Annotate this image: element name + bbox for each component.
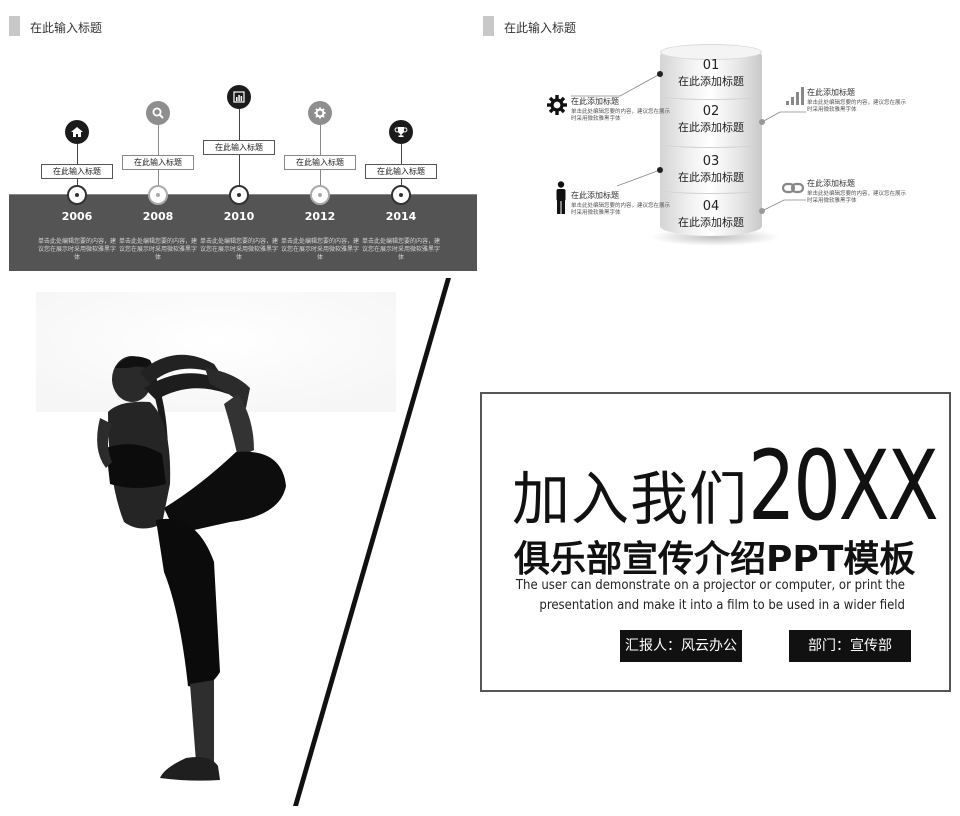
- timeline-year: 2008: [142, 210, 174, 223]
- timeline-year: 2012: [304, 210, 336, 223]
- timeline-desc: 单击此处编辑您要的内容，建议您在展示时采用微软雅黑字体: [281, 238, 360, 261]
- timeline-label: 在此输入标题: [41, 164, 113, 179]
- timeline-slide: 在此输入标题 在此输入标题 2006 单击此处编辑您要的内容，建议您在展示时采用…: [0, 0, 480, 272]
- timeline-dot: [310, 185, 330, 205]
- cylinder-segment: 04 在此添加标题: [678, 199, 744, 229]
- feature-block: 在此添加标题 单击此处编辑您要的内容，建议您在展示时采用微软雅黑字体: [807, 88, 907, 113]
- timeline-dot: [229, 185, 249, 205]
- title-accent-bar: [483, 16, 494, 36]
- timeline-year: 2006: [61, 210, 93, 223]
- slide-title: 在此输入标题: [30, 21, 103, 35]
- leader-lines: [571, 71, 806, 214]
- timeline-desc: 单击此处编辑您要的内容，建议您在展示时采用微软雅黑字体: [362, 238, 441, 261]
- timeline-desc: 单击此处编辑您要的内容，建议您在展示时采用微软雅黑字体: [119, 238, 198, 261]
- timeline-item: 在此输入标题 2010 单击此处编辑您要的内容，建议您在展示时采用微软雅黑字体: [200, 0, 278, 272]
- headline-year: 20XX: [748, 430, 939, 542]
- cylinder-segment: 01 在此添加标题: [678, 58, 744, 88]
- timeline-year: 2010: [223, 210, 255, 223]
- gear-icon: [308, 101, 332, 125]
- cover-slide: 加入我们20XX 俱乐部宣传介绍PPT模板 The user can demon…: [0, 272, 960, 816]
- timeline-item: 在此输入标题 2008 单击此处编辑您要的内容，建议您在展示时采用微软雅黑字体: [119, 0, 197, 272]
- timeline-year: 2014: [385, 210, 417, 223]
- yoga-silhouette: [97, 354, 286, 781]
- link-icon: [781, 180, 805, 199]
- cover-english-text: The user can demonstrate on a projector …: [515, 578, 905, 613]
- timeline-dot: [391, 185, 411, 205]
- timeline-dot: [67, 185, 87, 205]
- slide-title: 在此输入标题: [504, 21, 577, 35]
- reporter-badge: 汇报人：风云办公: [620, 630, 742, 662]
- department-badge: 部门：宣传部: [789, 630, 911, 662]
- feature-block: 在此添加标题 单击此处编辑您要的内容，建议您在展示时采用微软雅黑字体: [571, 97, 671, 122]
- timeline-item: 在此输入标题 2014 单击此处编辑您要的内容，建议您在展示时采用微软雅黑字体: [362, 0, 440, 272]
- timeline-label: 在此输入标题: [203, 140, 275, 155]
- timeline-item: 在此输入标题 2006 单击此处编辑您要的内容，建议您在展示时采用微软雅黑字体: [38, 0, 116, 272]
- timeline-label: 在此输入标题: [122, 155, 194, 170]
- signal-bars-icon: [785, 86, 805, 110]
- timeline-item: 在此输入标题 2012 单击此处编辑您要的内容，建议您在展示时采用微软雅黑字体: [281, 0, 359, 272]
- cylinder-segment: 03 在此添加标题: [678, 154, 744, 184]
- timeline-dot: [148, 185, 168, 205]
- cylinder-top: [660, 44, 762, 60]
- feature-block: 在此添加标题 单击此处编辑您要的内容，建议您在展示时采用微软雅黑字体: [807, 179, 907, 204]
- timeline-band: [9, 195, 477, 271]
- title-accent-bar: [9, 16, 20, 36]
- feature-block: 在此添加标题 单击此处编辑您要的内容，建议您在展示时采用微软雅黑字体: [571, 191, 671, 216]
- home-icon: [65, 120, 89, 144]
- cover-headline: 加入我们20XX: [512, 430, 960, 542]
- trophy-icon: [389, 120, 413, 144]
- cover-subtitle: 俱乐部宣传介绍PPT模板: [514, 539, 916, 580]
- headline-chinese: 加入我们: [512, 465, 749, 533]
- person-icon: [554, 181, 568, 219]
- timeline-desc: 单击此处编辑您要的内容，建议您在展示时采用微软雅黑字体: [38, 238, 117, 261]
- gear-icon: [546, 94, 568, 120]
- timeline-label: 在此输入标题: [284, 155, 356, 170]
- timeline-label: 在此输入标题: [365, 164, 437, 179]
- cover-artwork: [0, 272, 451, 816]
- timeline-desc: 单击此处编辑您要的内容，建议您在展示时采用微软雅黑字体: [200, 238, 279, 261]
- cylinder-slide: 在此输入标题 01 在此添加标题 02 在此添加标题 03 在此添加标题 04 …: [480, 0, 960, 272]
- cylinder-segment: 02 在此添加标题: [678, 104, 744, 134]
- bar-chart-icon: [227, 85, 251, 109]
- cover-frame: [480, 392, 951, 692]
- search-icon: [146, 101, 170, 125]
